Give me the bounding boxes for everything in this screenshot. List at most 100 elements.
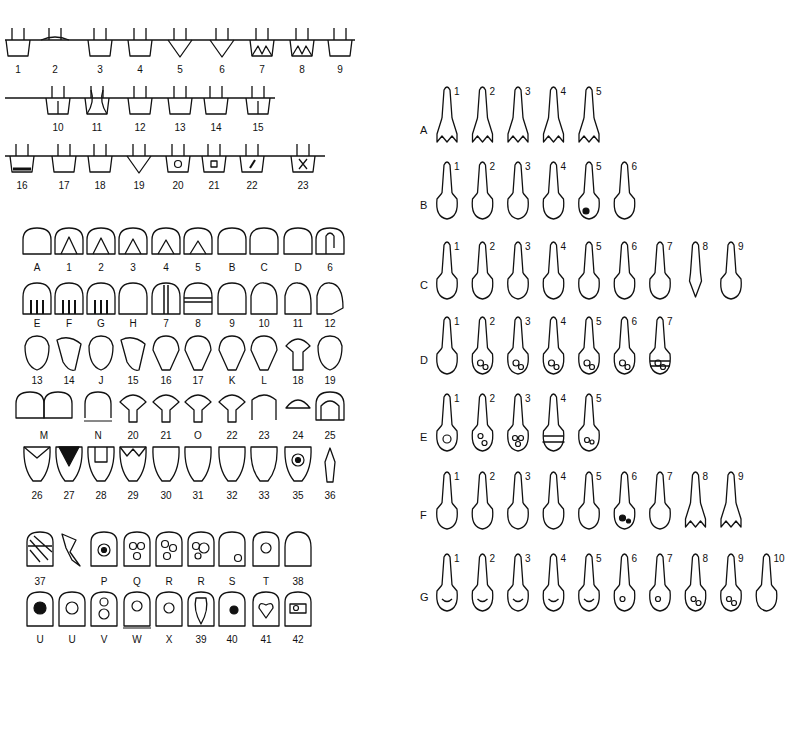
callout-label: 6 <box>327 262 333 274</box>
tooth-root <box>655 242 665 273</box>
tooth-crown <box>284 228 312 254</box>
tooth-crown <box>650 585 671 611</box>
tooth-outline <box>27 532 53 566</box>
tooth-number: 4 <box>561 241 567 253</box>
wear-mark <box>190 241 206 254</box>
callout-label: T <box>263 576 269 588</box>
tooth-root <box>442 394 452 425</box>
tooth-root <box>584 87 594 118</box>
tooth-number: 5 <box>596 471 602 483</box>
tooth-crown <box>508 585 529 611</box>
tooth-outline <box>89 336 113 370</box>
lesion-circle <box>34 602 46 614</box>
callout-label: 15 <box>127 375 138 387</box>
tooth-root <box>478 317 488 348</box>
callout-label: R <box>197 576 204 588</box>
callout-label: P <box>101 576 108 588</box>
lesion-circle <box>656 597 661 602</box>
tooth-root <box>691 242 701 273</box>
callout-number: 1 <box>15 64 21 76</box>
tooth-crown <box>437 585 458 611</box>
tooth-crown <box>686 503 706 527</box>
tooth-crown <box>579 348 600 374</box>
filling-mark <box>13 168 31 171</box>
tooth-crown <box>579 425 600 451</box>
row-letter: B <box>420 199 427 211</box>
tooth-crown <box>614 585 635 611</box>
tooth-outline <box>120 395 146 422</box>
tooth-outline <box>56 447 82 481</box>
tooth-root <box>478 472 488 503</box>
callout-number: 7 <box>259 64 265 76</box>
tooth-root <box>513 162 523 193</box>
tooth-outline <box>185 447 211 481</box>
wear-mark <box>549 599 559 602</box>
tooth-crown <box>508 425 529 451</box>
tooth-crown <box>614 193 635 219</box>
tooth-number: 2 <box>490 553 496 565</box>
tooth-crown <box>316 228 344 254</box>
tooth-number: 7 <box>667 241 673 253</box>
tooth-number: 9 <box>738 241 744 253</box>
tooth-outline <box>325 448 335 482</box>
tooth-root <box>134 28 146 40</box>
lesion-circle <box>164 553 171 560</box>
tooth-number: 1 <box>454 86 460 98</box>
tooth-outline <box>285 592 311 626</box>
tooth-root <box>549 394 559 425</box>
tooth-number: 3 <box>525 471 531 483</box>
tooth-root <box>478 87 488 118</box>
tooth-root <box>442 317 452 348</box>
callout-number: 9 <box>337 64 343 76</box>
stripe-mark <box>30 300 32 314</box>
tooth-crown <box>127 156 151 173</box>
tooth-root <box>478 394 488 425</box>
callout-label: 39 <box>195 634 206 646</box>
callout-label: X <box>166 634 173 646</box>
tooth-crown <box>290 40 314 56</box>
tooth-number: 5 <box>596 316 602 328</box>
lesion-circle <box>292 454 304 466</box>
tooth-number: 5 <box>596 553 602 565</box>
tooth-number: 8 <box>703 241 709 253</box>
callout-label: 4 <box>163 262 169 274</box>
tooth-number: 4 <box>561 393 567 405</box>
tooth-number: 5 <box>596 241 602 253</box>
tooth-root <box>442 162 452 193</box>
tooth-crown <box>210 40 234 57</box>
callout-label: 23 <box>258 430 269 442</box>
tooth-root <box>134 86 146 98</box>
tooth-outline <box>156 532 182 566</box>
tooth-number: 10 <box>774 553 785 565</box>
callout-label: F <box>66 318 72 330</box>
callout-label: 32 <box>226 490 237 502</box>
tooth-outline <box>59 592 85 626</box>
callout-label: 42 <box>292 634 303 646</box>
lesion-mark <box>661 365 666 370</box>
callout-number: 4 <box>137 64 143 76</box>
stripe-mark <box>62 300 64 314</box>
tooth-outline <box>24 447 50 481</box>
tooth-crown <box>508 503 529 529</box>
tooth-root <box>584 162 594 193</box>
tooth-crown <box>437 193 458 219</box>
notch-mark <box>24 447 50 458</box>
stripe-mark <box>94 300 96 314</box>
tooth-root <box>58 144 70 156</box>
tooth-crown <box>650 503 671 529</box>
tooth-crown <box>87 228 115 254</box>
callout-number: 8 <box>299 64 305 76</box>
tooth-number: 2 <box>490 471 496 483</box>
callout-number: 16 <box>16 180 27 192</box>
lesion-mark <box>554 365 559 370</box>
filling-mark <box>250 160 255 168</box>
tooth-crown <box>55 283 83 314</box>
tooth-root <box>584 554 594 585</box>
tooth-crown <box>543 425 564 451</box>
tooth-number: 1 <box>454 241 460 253</box>
tooth-outline <box>88 447 114 481</box>
lesion-circle <box>195 553 201 559</box>
tooth-outline <box>124 592 150 626</box>
